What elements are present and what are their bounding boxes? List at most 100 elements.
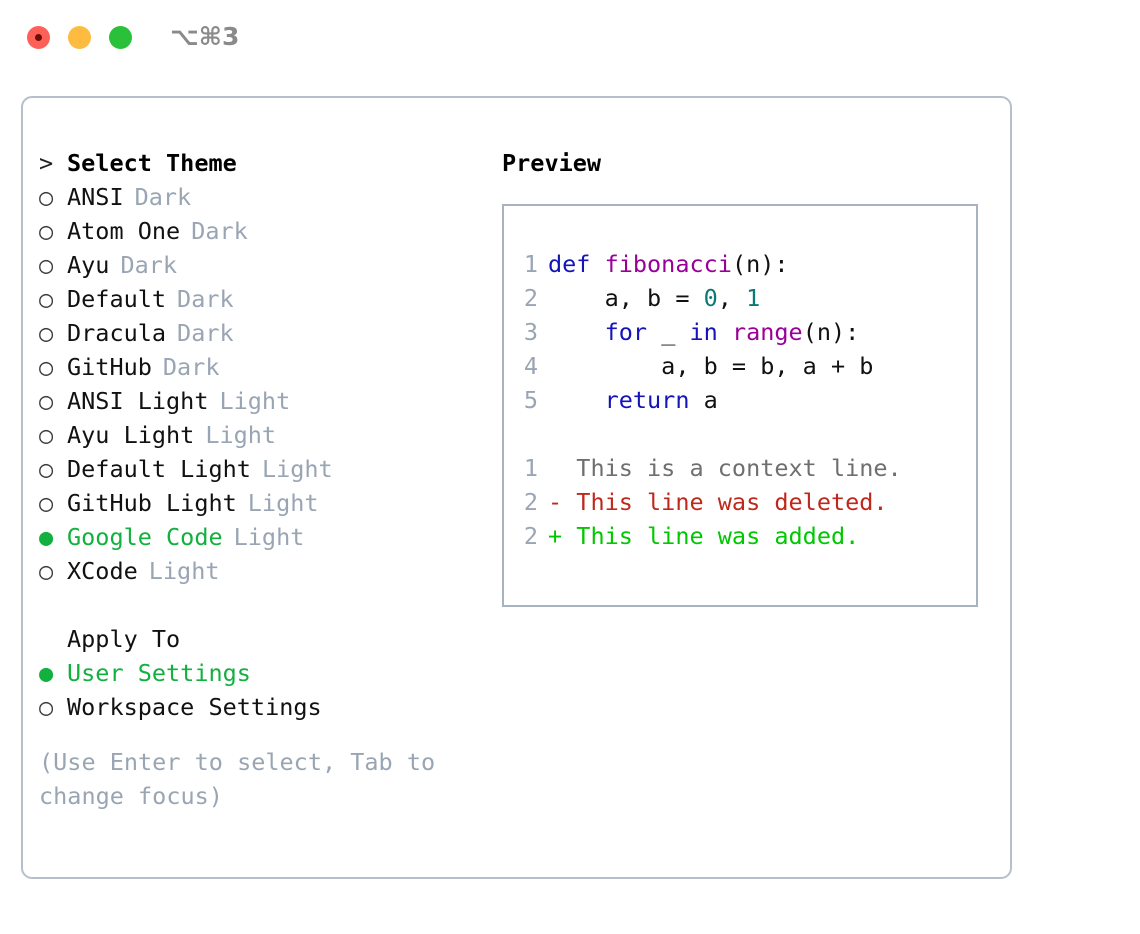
theme-list-item[interactable]: ○ ANSI Dark xyxy=(39,183,479,217)
diff-line: 2+ This line was added. xyxy=(504,522,976,556)
line-number: 1 xyxy=(523,250,538,278)
code-token-pl xyxy=(548,318,605,346)
diff-text-del: - This line was deleted. xyxy=(548,488,888,516)
code-token-kw: return xyxy=(604,386,704,414)
theme-list-item[interactable]: ○ Ayu Light Light xyxy=(39,421,479,455)
radio-unselected-icon[interactable]: ○ xyxy=(39,557,54,585)
line-number: 4 xyxy=(523,352,538,380)
theme-variant-badge: Light xyxy=(148,557,220,585)
keyboard-hint: (Use Enter to select, Tab to change focu… xyxy=(39,748,436,810)
radio-unselected-icon[interactable]: ○ xyxy=(39,183,54,211)
theme-variant-badge: Dark xyxy=(177,285,234,313)
minimize-button[interactable] xyxy=(68,26,91,49)
radio-selected-icon[interactable]: ● xyxy=(39,523,54,551)
code-line: 2 a, b = 0, 1 xyxy=(504,284,976,318)
apply-to-item[interactable]: ● User Settings xyxy=(39,659,479,693)
theme-list-item[interactable]: ○ GitHub Dark xyxy=(39,353,479,387)
theme-name: Google Code xyxy=(67,523,223,551)
code-line: 4 a, b = b, a + b xyxy=(504,352,976,386)
diff-text-ctx: This is a context line. xyxy=(548,454,902,482)
radio-unselected-icon[interactable]: ○ xyxy=(39,489,54,517)
code-token-fn: fibonacci xyxy=(604,250,732,278)
theme-variant-badge: Dark xyxy=(134,183,192,211)
code-token-pl: a, b = xyxy=(548,284,704,312)
code-text: def fibonacci(n): xyxy=(548,250,789,278)
code-text: a, b = 0, 1 xyxy=(548,284,761,312)
code-token-num: 0 xyxy=(703,284,718,312)
apply-to-item[interactable]: ○Workspace Settings xyxy=(39,693,479,727)
close-icon xyxy=(35,34,42,41)
theme-picker-heading: > Select Theme xyxy=(39,149,479,183)
theme-list-item[interactable]: ● Google Code Light xyxy=(39,523,479,557)
section-spacer xyxy=(39,591,479,625)
maximize-button[interactable] xyxy=(109,26,132,49)
apply-to-title: Apply To xyxy=(67,625,181,653)
radio-unselected-icon[interactable]: ○ xyxy=(39,319,54,347)
theme-variant-badge: Dark xyxy=(162,353,220,381)
radio-unselected-icon[interactable]: ○ xyxy=(39,693,54,721)
apply-to-heading: Apply To xyxy=(39,625,479,659)
theme-name: Atom One xyxy=(67,217,181,245)
theme-name: Default Light xyxy=(67,455,251,483)
apply-to-list: ● User Settings ○Workspace Settings xyxy=(39,659,479,727)
code-line: 1 def fibonacci(n): xyxy=(504,250,976,284)
apply-to-label: User Settings xyxy=(67,659,251,687)
theme-name: ANSI xyxy=(67,183,124,211)
title-bar: ⌥⌘3 xyxy=(0,0,1140,78)
code-token-pl: a, b = b, a + b xyxy=(548,352,874,380)
theme-variant-badge: Light xyxy=(205,421,277,449)
keyboard-shortcut-label: ⌥⌘3 xyxy=(170,22,240,51)
line-number: 2 xyxy=(523,488,538,516)
theme-variant-badge: Light xyxy=(233,523,305,551)
theme-list-item[interactable]: ○ ANSI Light Light xyxy=(39,387,479,421)
line-number: 1 xyxy=(523,454,538,482)
theme-name: Ayu xyxy=(67,251,110,279)
theme-list-item[interactable]: ○ Ayu Dark xyxy=(39,251,479,285)
code-text: a, b = b, a + b xyxy=(548,352,873,380)
line-number: 2 xyxy=(523,284,538,312)
code-token-pl: , xyxy=(717,284,747,312)
theme-variant-badge: Light xyxy=(261,455,333,483)
close-button[interactable] xyxy=(27,26,50,49)
radio-unselected-icon[interactable]: ○ xyxy=(39,353,54,381)
code-text: for _ in range(n): xyxy=(548,318,860,346)
theme-variant-badge: Light xyxy=(247,489,319,517)
code-token-num: 1 xyxy=(746,284,761,312)
code-token-pl: _ xyxy=(661,318,690,346)
theme-list-item[interactable]: ○ Default Light Light xyxy=(39,455,479,489)
code-line: 5 return a xyxy=(504,386,976,420)
code-token-pl: (n): xyxy=(731,250,789,278)
radio-unselected-icon[interactable]: ○ xyxy=(39,387,54,415)
theme-variant-badge: Light xyxy=(219,387,291,415)
code-token-pl xyxy=(548,386,605,414)
prompt-caret-icon: > xyxy=(39,149,54,177)
theme-name: Dracula xyxy=(67,319,167,347)
preview-title: Preview xyxy=(502,149,602,177)
radio-unselected-icon[interactable]: ○ xyxy=(39,285,54,313)
line-number: 2 xyxy=(523,522,538,550)
radio-unselected-icon[interactable]: ○ xyxy=(39,251,54,279)
code-token-kw: def xyxy=(548,250,605,278)
theme-name: Ayu Light xyxy=(67,421,195,449)
theme-name: ANSI Light xyxy=(67,387,209,415)
traffic-lights xyxy=(27,26,132,49)
line-number: 3 xyxy=(523,318,538,346)
theme-variant-badge: Dark xyxy=(120,251,178,279)
theme-name: GitHub xyxy=(67,353,152,381)
radio-selected-icon[interactable]: ● xyxy=(39,659,54,687)
radio-unselected-icon[interactable]: ○ xyxy=(39,217,54,245)
radio-unselected-icon[interactable]: ○ xyxy=(39,421,54,449)
radio-unselected-icon[interactable]: ○ xyxy=(39,455,54,483)
code-token-kw: in xyxy=(689,318,732,346)
code-text: return a xyxy=(548,386,718,414)
